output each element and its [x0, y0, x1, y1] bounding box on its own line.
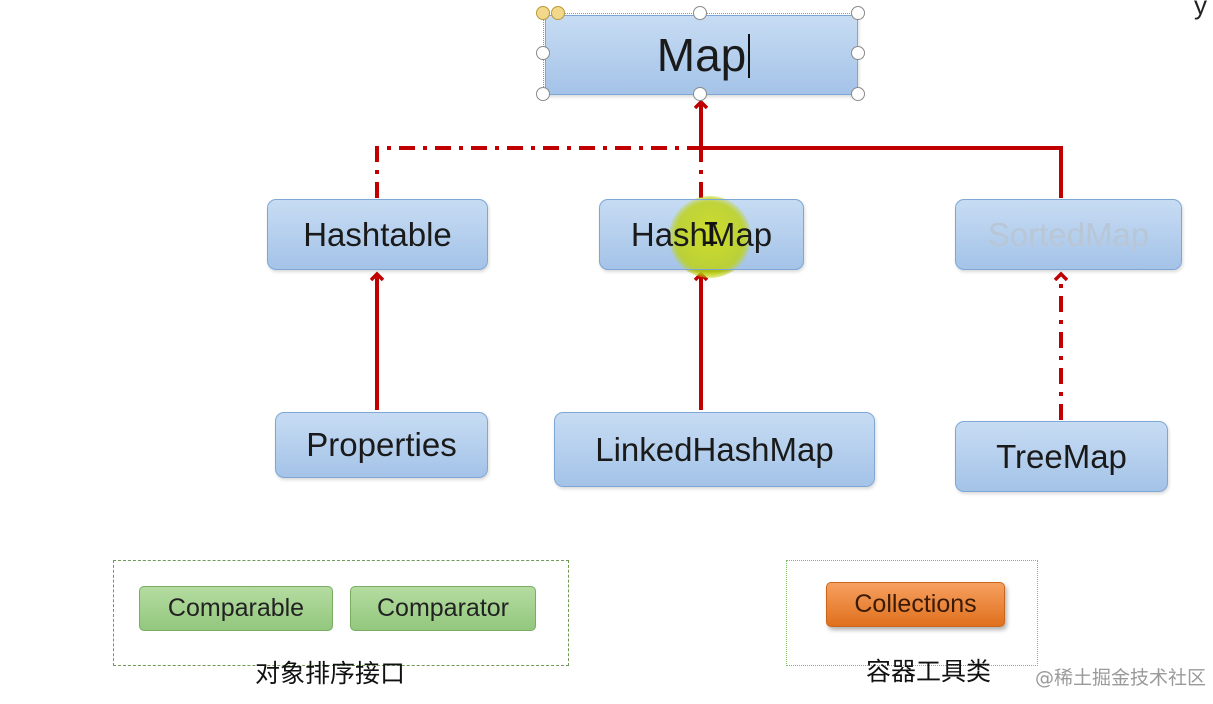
sort-interfaces-group — [113, 560, 569, 666]
sort-interfaces-caption: 对象排序接口 — [255, 659, 406, 688]
edge-hashtable-to-map — [375, 146, 701, 198]
ibeam-cursor-icon: I — [702, 217, 721, 252]
resize-handle-bottom-right[interactable] — [851, 87, 865, 101]
node-hashmap[interactable]: HashMap — [599, 199, 804, 270]
text-cursor — [748, 34, 750, 78]
node-treemap-label: TreeMap — [996, 437, 1127, 475]
resize-handle-left[interactable] — [536, 46, 550, 60]
collections-label: Collections — [854, 590, 977, 618]
rotate-handle[interactable] — [551, 6, 565, 20]
node-hashtable[interactable]: Hashtable — [267, 199, 488, 270]
edge-sortedmap-to-map — [701, 102, 1063, 198]
resize-handle-right[interactable] — [851, 46, 865, 60]
collections-box[interactable]: Collections — [826, 582, 1005, 627]
node-map-label: Map — [656, 29, 747, 81]
comparator-box[interactable]: Comparator — [350, 586, 536, 631]
cursor-highlight-overlay — [669, 196, 751, 278]
corner-text: y — [1194, 0, 1207, 20]
node-properties-label: Properties — [306, 426, 457, 463]
comparator-label: Comparator — [377, 594, 509, 622]
watermark: @稀土掘金技术社区 — [1035, 667, 1207, 689]
node-linkedhashmap[interactable]: LinkedHashMap — [554, 412, 875, 487]
resize-handle-top[interactable] — [693, 6, 707, 20]
node-hashtable-label: Hashtable — [303, 215, 452, 253]
resize-handle-bottom-left[interactable] — [536, 87, 550, 101]
resize-handle-bottom[interactable] — [693, 87, 707, 101]
utility-caption: 容器工具类 — [866, 657, 992, 686]
node-linkedhashmap-label: LinkedHashMap — [595, 430, 834, 468]
resize-handle-top-left[interactable] — [536, 6, 550, 20]
comparable-box[interactable]: Comparable — [139, 586, 333, 631]
node-map[interactable]: Map — [545, 15, 858, 95]
node-hashmap-label: HashMap — [630, 215, 773, 253]
node-sortedmap-label: SortedMap — [987, 215, 1150, 253]
comparable-label: Comparable — [167, 594, 305, 622]
utility-group — [786, 560, 1038, 666]
resize-handle-top-right[interactable] — [851, 6, 865, 20]
node-sortedmap[interactable]: SortedMap — [955, 199, 1182, 270]
node-properties[interactable]: Properties — [275, 412, 488, 478]
node-treemap[interactable]: TreeMap — [955, 421, 1168, 492]
